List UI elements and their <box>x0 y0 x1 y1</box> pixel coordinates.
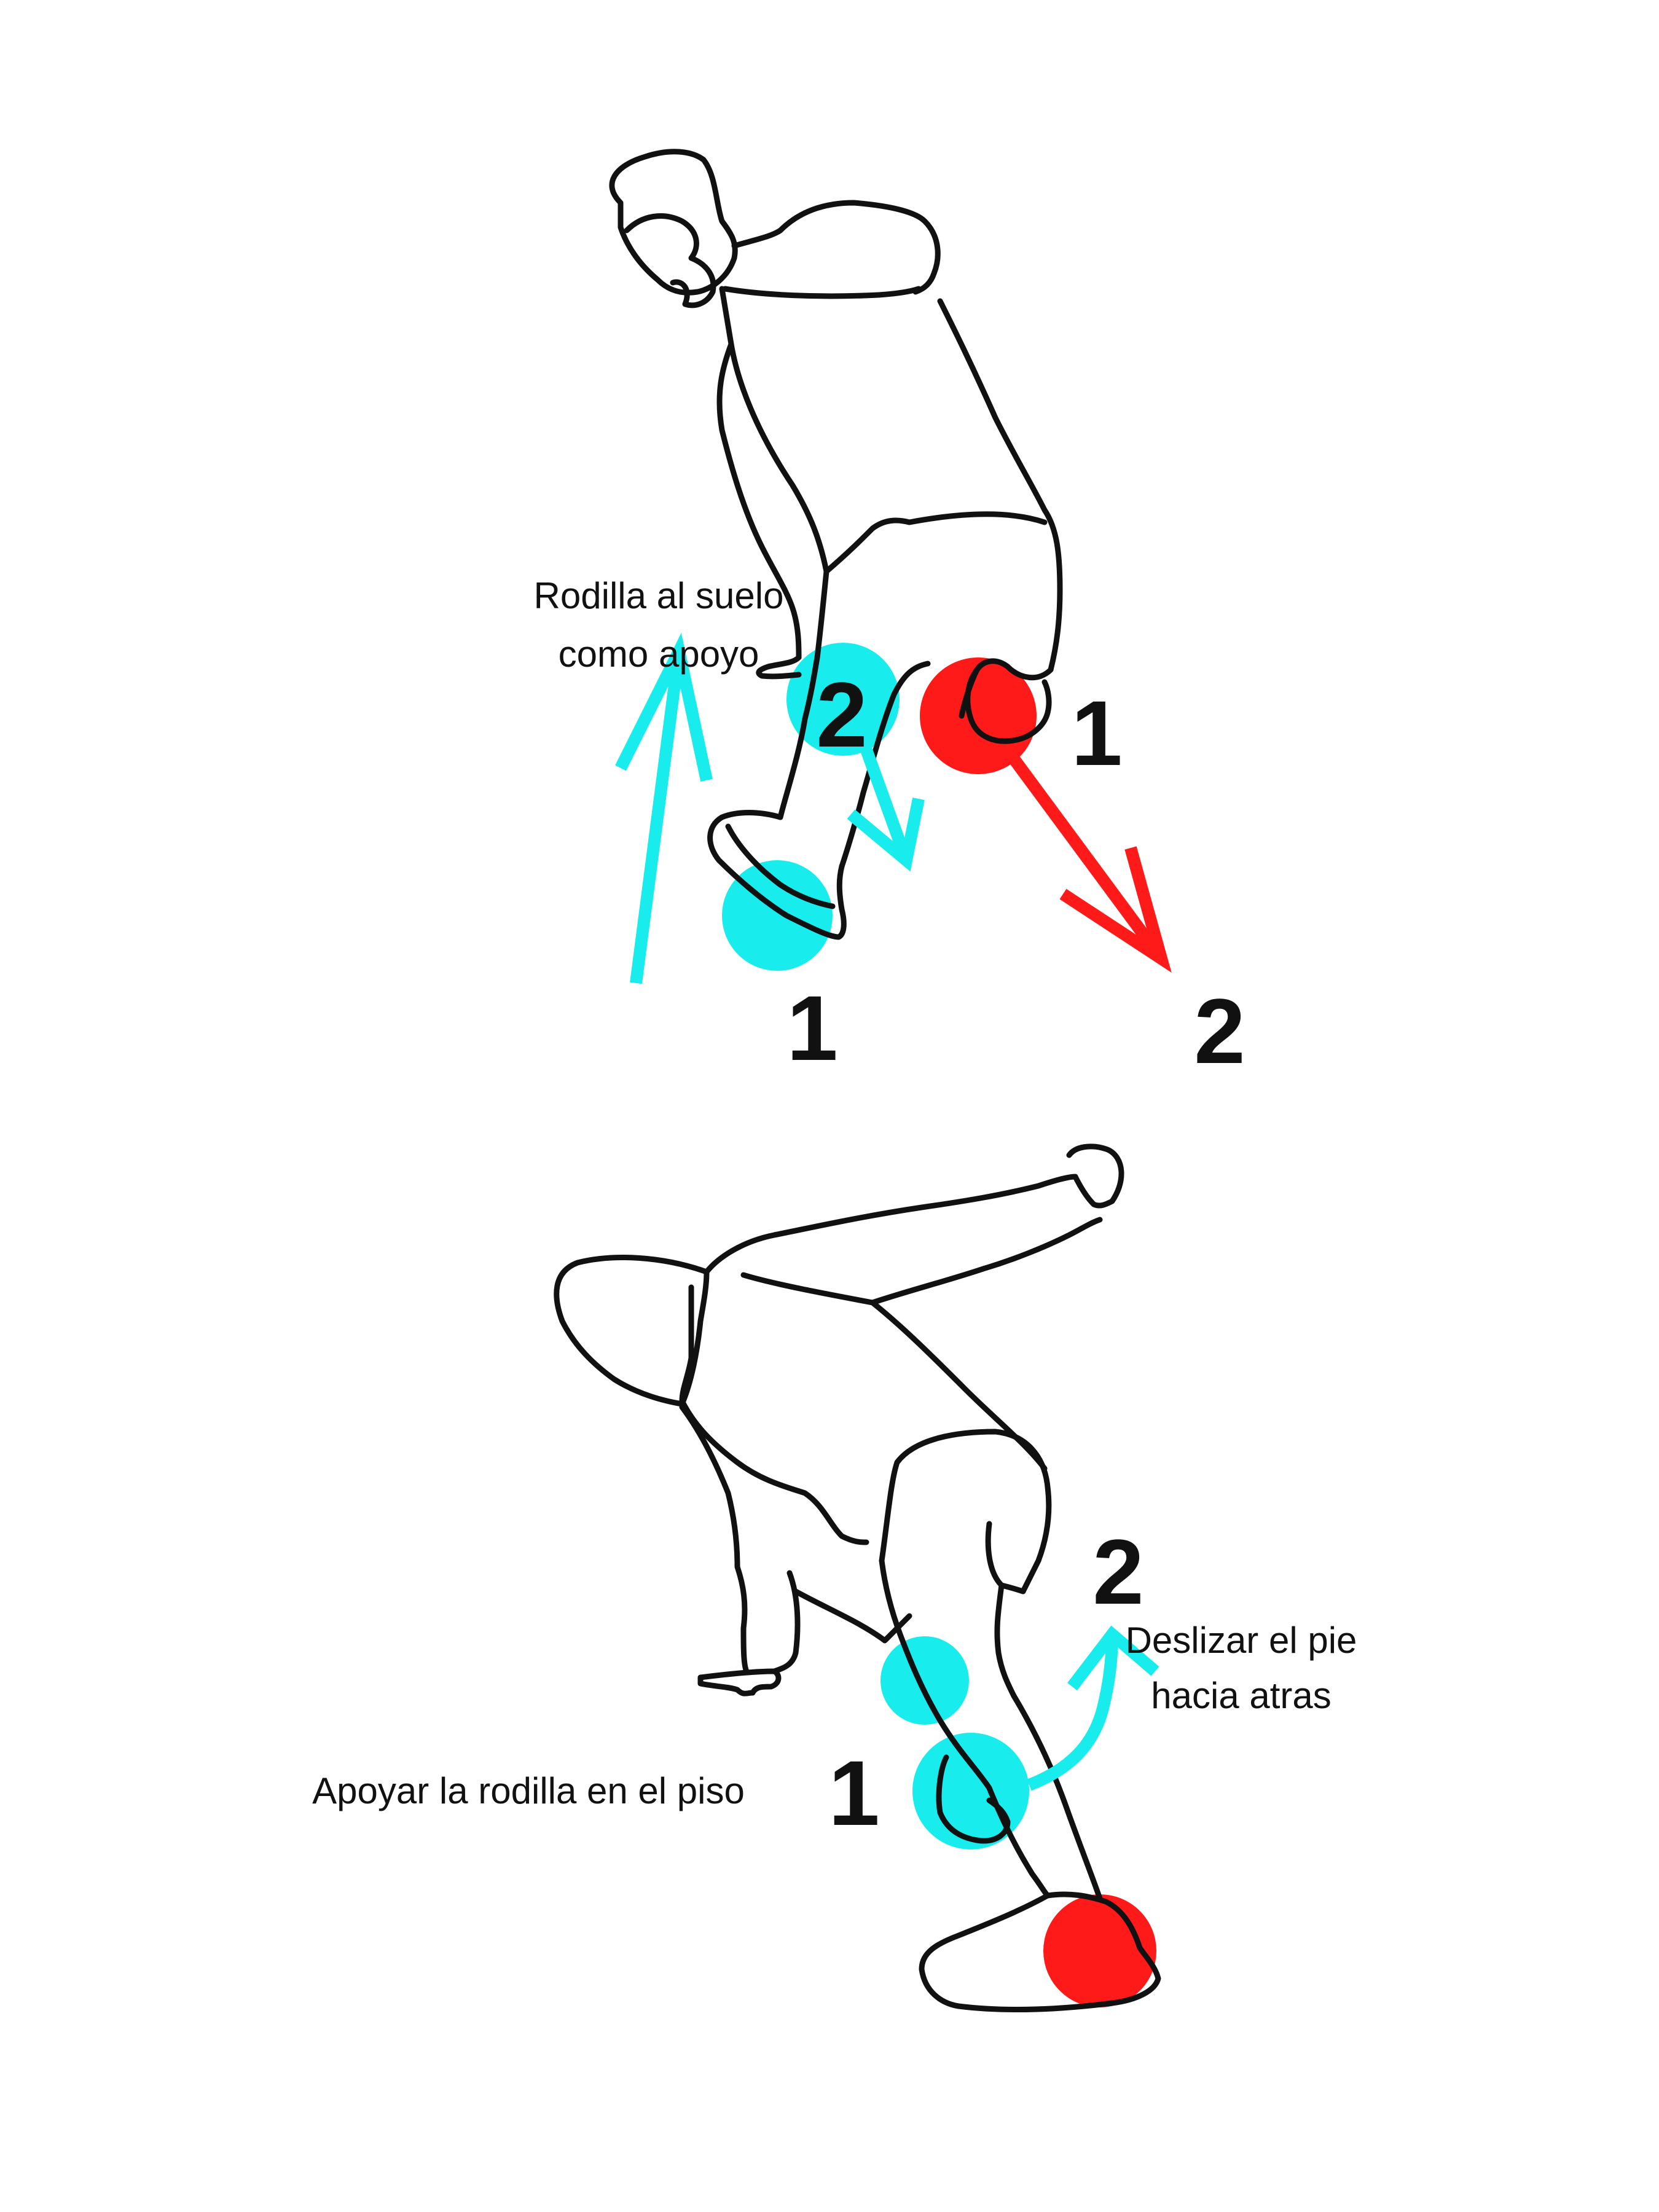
bottom-front-leg <box>1011 1693 1103 1902</box>
top-front-shin <box>756 654 802 680</box>
top-torso-right <box>937 298 1063 673</box>
top-caption-line2: como apoyo <box>559 633 759 675</box>
top-cyan-knee-label: 2 <box>816 663 867 766</box>
top-figure-outline <box>609 149 1063 940</box>
top-figure: Rodilla al suelo como apoyo 2 1 1 2 <box>534 149 1245 1083</box>
bottom-back <box>869 1300 1048 1472</box>
bottom-figure-outline <box>554 1143 1161 2012</box>
cyan-knee-arrow-head <box>847 798 925 872</box>
top-shoulder-line <box>722 286 922 299</box>
bottom-front-leg-inner <box>986 1785 1051 1899</box>
bottom-chest <box>679 1284 869 1545</box>
bottom-bent-foot <box>936 1754 1011 1844</box>
bottom-shorts-leg <box>985 1521 1026 1594</box>
bottom-hand <box>697 1668 782 1696</box>
red-down-arrow-head <box>1059 846 1172 973</box>
bottom-support-arm <box>679 1404 750 1674</box>
bottom-raised-arm-lower <box>740 1217 1103 1306</box>
top-cyan-foot-label: 1 <box>786 976 837 1080</box>
bottom-caption-left: Apoyar la rodilla en el piso <box>312 1770 745 1811</box>
bottom-label-2: 2 <box>1092 1520 1143 1623</box>
cyan-knee-arrow <box>859 744 912 863</box>
bottom-arm-to-thigh <box>793 1588 912 1644</box>
cyan-up-arrow <box>630 650 685 984</box>
red-knee-marker <box>920 657 1037 774</box>
bottom-label-1: 1 <box>828 1741 879 1845</box>
cyan-up-arrow-head <box>615 633 713 782</box>
top-torso-inner <box>728 341 830 575</box>
top-foot-inner <box>725 823 836 909</box>
top-red-end-label: 2 <box>1194 979 1245 1083</box>
bottom-figure: 2 1 Deslizar el pie hacia atras Apoyar l… <box>312 1143 1357 2012</box>
bottom-caption-right-line2: hacia atras <box>1151 1675 1332 1716</box>
cyan-knee-marker-bottom <box>880 1636 969 1725</box>
top-head-outline <box>609 149 738 296</box>
red-down-arrow <box>1008 755 1167 962</box>
top-back-knee-fold <box>959 667 980 719</box>
top-front-shin-outer <box>777 568 830 820</box>
bottom-head-outline <box>554 1255 710 1407</box>
bottom-support-forearm <box>771 1570 801 1674</box>
cyan-curve-arrow <box>1027 1634 1118 1791</box>
bottom-front-foot <box>919 1891 1161 2012</box>
top-hips-outline <box>823 511 1048 575</box>
top-front-foot <box>707 810 847 940</box>
bottom-back-leg-inner <box>994 1582 1017 1699</box>
top-arrows <box>615 633 1172 984</box>
top-arm-outline <box>731 200 941 295</box>
bottom-back-leg <box>879 1558 992 1791</box>
cyan-curve-arrow-head <box>1067 1625 1159 1691</box>
bottom-shorts <box>879 1429 1052 1594</box>
top-caption-line1: Rodilla al suelo <box>534 575 784 616</box>
bottom-raised-arm <box>704 1143 1124 1275</box>
top-back-leg <box>965 658 1054 744</box>
bottom-arrows <box>1027 1625 1159 1791</box>
top-fist-outline <box>624 213 716 308</box>
top-red-start-label: 1 <box>1071 681 1122 785</box>
bottom-caption-right-line1: Deslizar el pie <box>1126 1620 1357 1661</box>
